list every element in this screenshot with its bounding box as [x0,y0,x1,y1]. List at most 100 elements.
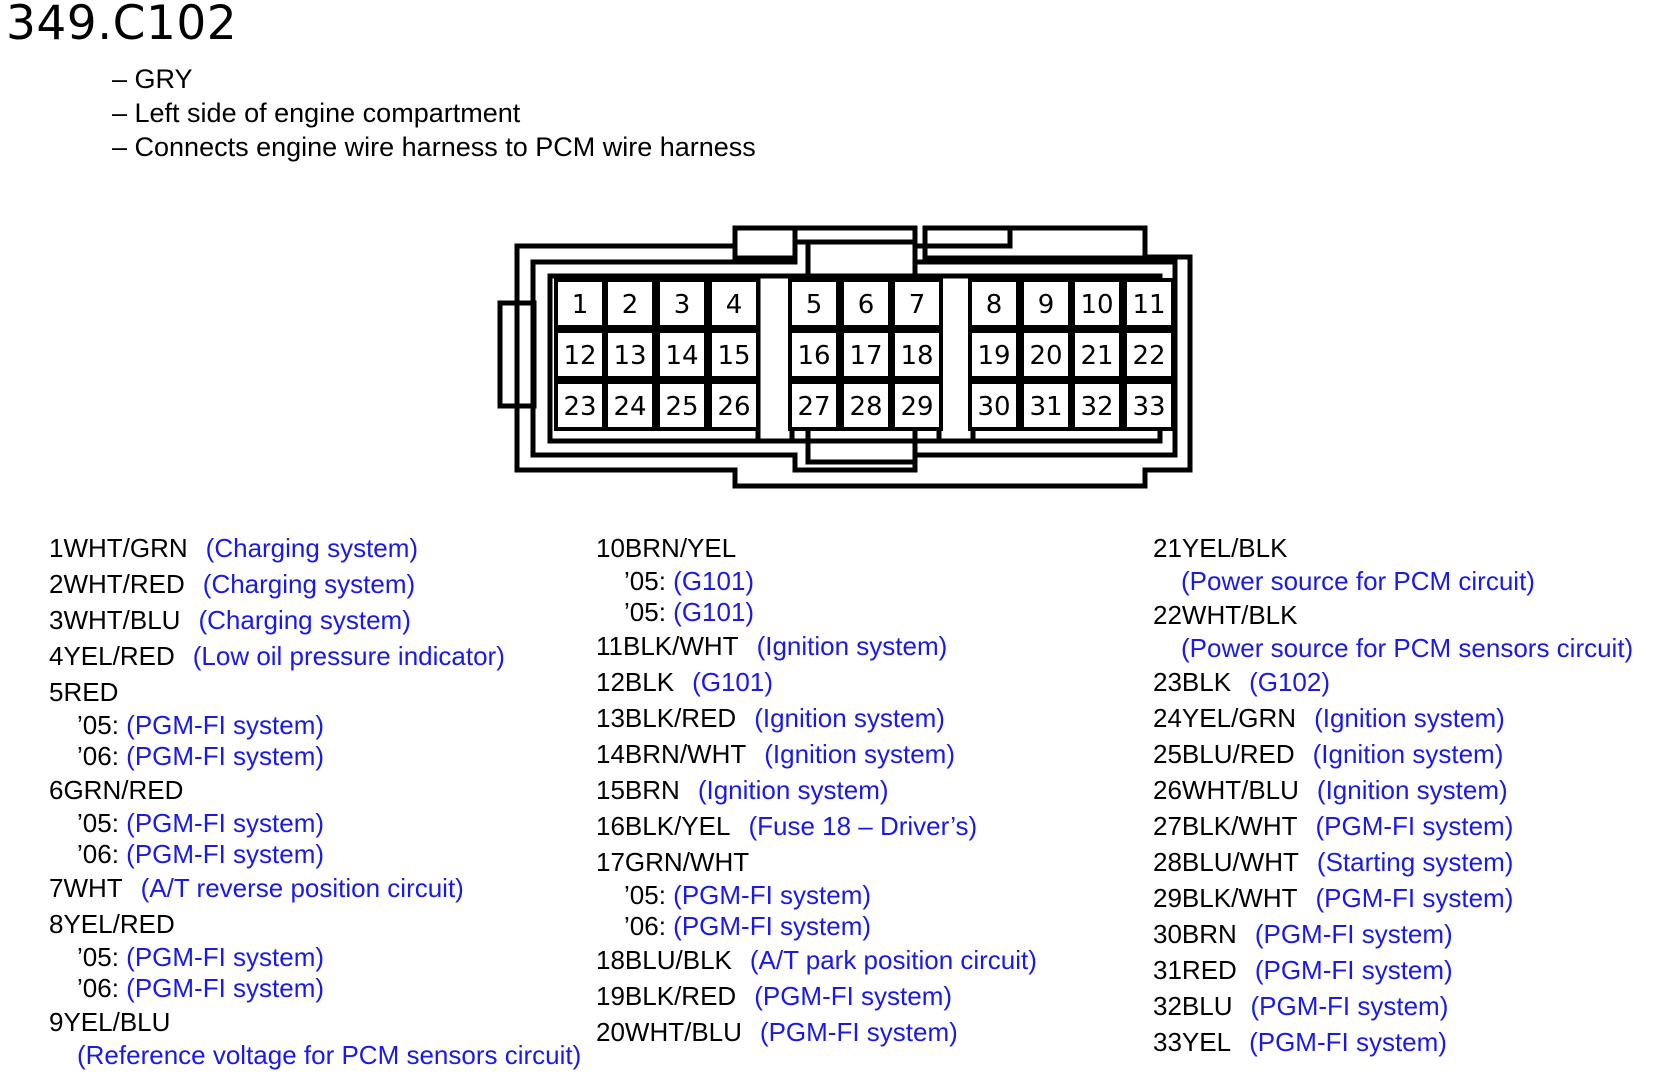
pin-entry: 10BRN/YEL’05: (G101)’05: (G101) [596,530,1037,628]
pin-number: 11 [1132,290,1165,320]
pin-cell [788,329,840,380]
pin-entry: 29BLK/WHT (PGM-FI system) [1153,880,1633,916]
pin-number: 5 [806,290,823,320]
pin-number: 8 [986,290,1003,320]
pin-entry: 25BLU/RED(Ignition system) [1153,736,1633,772]
wire-code: 18BLU/BLK [596,945,732,975]
pin-entry-row: 18BLU/BLK (A/T park position circuit) [596,942,1037,978]
pin-cell [656,380,708,431]
model-year: ’05: [77,942,127,972]
pin-cell [968,278,1020,329]
pin-entry-row: 29BLK/WHT (PGM-FI system) [1153,880,1633,916]
pin-number: 27 [797,392,830,422]
wire-description: (PGM-FI system) [1249,1027,1447,1057]
pin-entry-row: 11BLK/WHT(Ignition system) [596,628,1037,664]
pin-entry: 22WHT/BLK(Power source for PCM sensors c… [1153,597,1633,664]
wire-code: 30BRN [1153,919,1237,949]
pin-entry-row: 32BLU(PGM-FI system) [1153,988,1633,1024]
pin-entry: 26WHT/BLU(Ignition system) [1153,772,1633,808]
pin-number: 30 [977,392,1010,422]
pin-entry-row: 24YEL/GRN(Ignition system) [1153,700,1633,736]
wire-code: 22WHT/BLK [1153,600,1298,630]
wire-description: (Reference voltage for PCM sensors circu… [77,1040,582,1070]
housing-inner [530,239,1178,473]
pin-cell [968,329,1020,380]
wire-code: 7WHT [49,873,123,903]
pin-cell [656,278,708,329]
pin-cell [708,380,760,431]
pin-group-divider [936,273,976,444]
pin-number: 6 [858,290,875,320]
pin-number: 2 [622,290,639,320]
model-year: ’06: [77,973,127,1003]
wire-description: (PGM-FI system) [1315,883,1514,913]
wire-description: (PGM-FI system) [1315,811,1514,841]
pin-entry: 23BLK(G102) [1153,664,1633,700]
wire-variant: ’05: (PGM-FI system) [49,942,581,973]
pin-entry-row: 22WHT/BLK [1153,597,1633,633]
pin-number: 22 [1132,341,1165,371]
wire-description: (PGM-FI system) [754,981,953,1011]
wire-description: (Ignition system) [1314,703,1505,733]
pin-entry: 17GRN/WHT’05: (PGM-FI system)’06: (PGM-F… [596,844,1037,942]
wire-code: 5RED [49,677,119,707]
wire-variant: ’06: (PGM-FI system) [49,741,581,772]
model-year: ’05: [77,710,127,740]
pin-cell [1123,278,1175,329]
wire-code: 14BRN/WHT [596,739,747,769]
wire-code: 19BLK/RED [596,981,737,1011]
pin-entry-row: 33YEL(PGM-FI system) [1153,1024,1633,1060]
wire-code: 29BLK/WHT [1153,883,1298,913]
pin-entry-row: 21YEL/BLK [1153,530,1633,566]
pin-entry: 24YEL/GRN(Ignition system) [1153,700,1633,736]
wire-description: (G101) [673,597,755,627]
wire-variant: ’05: (G101) [596,566,1037,597]
pin-cell [891,278,943,329]
pin-entry-row: 9YEL/BLU [49,1004,581,1040]
pin-cell [1020,329,1072,380]
wire-code: 8YEL/RED [49,909,175,939]
pin-cell [1123,380,1175,431]
pin-entry-row: 23BLK(G102) [1153,664,1633,700]
wire-description: (PGM-FI system) [126,973,325,1003]
pin-number: 33 [1132,392,1165,422]
pin-entry-row: 4YEL/RED(Low oil pressure indicator) [49,638,581,674]
wire-description: (Ignition system) [1316,775,1508,805]
pin-entry: 20WHT/BLU(PGM-FI system) [596,1014,1037,1050]
pin-number: 21 [1080,341,1113,371]
pin-entry-row: 12BLK(G101) [596,664,1037,700]
wire-description: (PGM-FI system) [673,911,872,941]
model-year: ’05: [624,880,674,910]
pin-list-col-1: 1WHT/GRN(Charging system)2WHT/RED(Chargi… [49,530,581,1071]
wire-description: (Charging system) [202,569,416,599]
wire-description: (Starting system) [1316,847,1514,877]
pin-group-divider [755,273,795,444]
model-year: ’06: [77,839,127,869]
pin-number: 25 [665,392,698,422]
pin-number: 10 [1080,290,1113,320]
pin-entry-row: 17GRN/WHT [596,844,1037,880]
wire-description: (A/T park position circuit) [749,945,1037,975]
pin-entry: 4YEL/RED(Low oil pressure indicator) [49,638,581,674]
pin-entry: 18BLU/BLK (A/T park position circuit) [596,942,1037,978]
wire-code: 3WHT/BLU [49,605,181,635]
wire-code: 1WHT/GRN [49,533,188,563]
model-year: ’06: [77,741,127,771]
pin-entry: 9YEL/BLU(Reference voltage for PCM senso… [49,1004,581,1071]
connector-title: 349.C102 [6,0,238,51]
wire-description: (Fuse 18 – Driver’s) [748,811,978,841]
wire-variant: ’05: (G101) [596,597,1037,628]
wire-description: (Ignition system) [756,631,948,661]
pin-number: 12 [563,341,596,371]
wire-description: (PGM-FI system) [126,741,325,771]
wire-variant: ’05: (PGM-FI system) [49,808,581,839]
wire-description: (PGM-FI system) [1250,991,1449,1021]
wire-variant: ’05: (PGM-FI system) [596,880,1037,911]
wire-code: 27BLK/WHT [1153,811,1298,841]
wire-variant: (Power source for PCM sensors circuit) [1153,633,1633,664]
pin-entry: 27BLK/WHT (PGM-FI system) [1153,808,1633,844]
pin-cell [1123,329,1175,380]
pin-entry-row: 10BRN/YEL [596,530,1037,566]
pin-entry: 16BLK/YEL(Fuse 18 – Driver’s) [596,808,1037,844]
pin-entry-row: 7WHT(A/T reverse position circuit) [49,870,581,906]
